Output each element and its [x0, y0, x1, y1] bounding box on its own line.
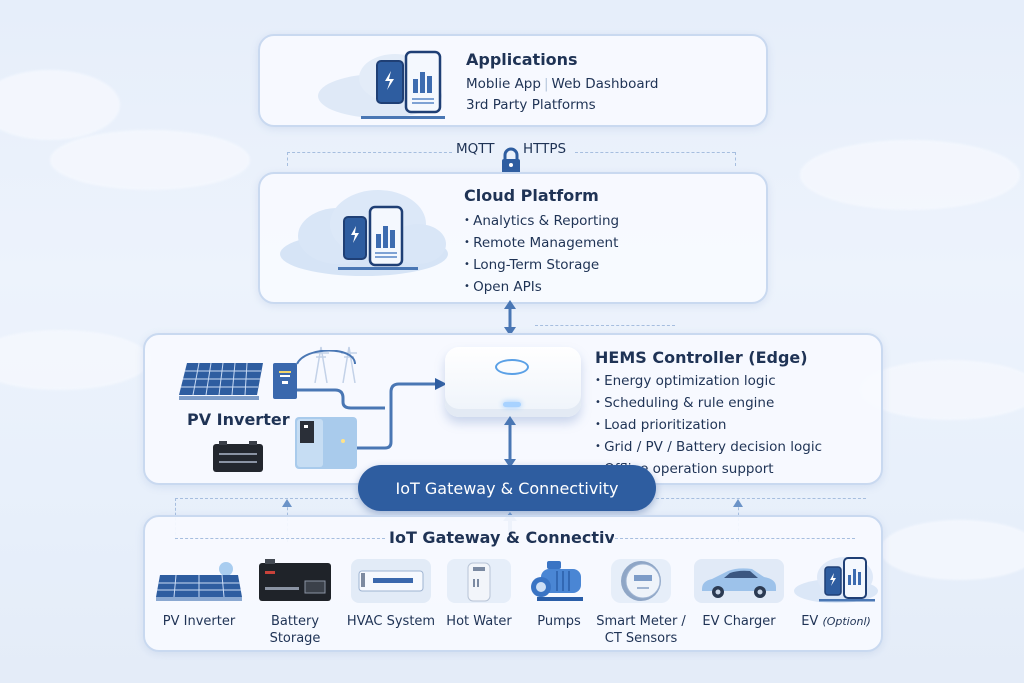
background-cloud [800, 140, 1020, 210]
device-bus-line [615, 538, 855, 539]
status-led-icon [503, 402, 521, 407]
inverter-icon [273, 363, 297, 399]
applications-panel: Applications Moblie App|Web Dashboard 3r… [258, 34, 768, 127]
separator: | [543, 76, 549, 92]
ev-car-icon [694, 559, 784, 603]
hems-feature-item: Energy optimization logic [595, 370, 822, 392]
hems-title: HEMS Controller (Edge) [595, 348, 808, 367]
device-label: Hot Water [446, 614, 512, 629]
bidirectional-arrow-icon [504, 416, 516, 468]
lock-icon [502, 147, 520, 174]
protocol-connector-line [575, 152, 735, 153]
device-hot-water[interactable]: Hot Water [439, 555, 519, 630]
hvac-icon [351, 559, 431, 603]
solar-panel-icon [179, 362, 263, 400]
device-label-line2: CT Sensors [604, 631, 678, 646]
cloud-feature-item: Remote Management [464, 232, 619, 254]
mobile-app-label: Moblie App [466, 76, 541, 92]
water-heater-icon [447, 559, 511, 603]
cloud-feature-item: Long-Term Storage [464, 254, 619, 276]
hems-feature-item: Scheduling & rule engine [595, 392, 822, 414]
cloud-platform-title: Cloud Platform [464, 186, 599, 205]
device-bus-line [175, 498, 358, 499]
connector-line [535, 325, 675, 326]
smart-meter-icon [611, 559, 671, 603]
device-ev-charger[interactable]: EV Charger [693, 555, 785, 630]
phone-dashboard-icon [318, 50, 445, 119]
device-ev-optional[interactable]: EV (Optionl) [791, 555, 881, 630]
hems-feature-item: Grid / PV / Battery decision logic [595, 436, 822, 458]
third-party-label: 3rd Party Platforms [466, 97, 596, 113]
battery-icon [259, 559, 331, 601]
bidirectional-arrow-icon [504, 300, 516, 336]
hems-feature-item: Load prioritization [595, 414, 822, 436]
battery-icon [213, 441, 263, 472]
device-label-line2: Storage [269, 631, 321, 646]
device-label: PV Inverter [162, 614, 236, 629]
cloud-feature-item: Analytics & Reporting [464, 210, 619, 232]
protocol-https-label: HTTPS [523, 141, 567, 157]
iot-gateway-pill: IoT Gateway & Connectivity [358, 465, 656, 511]
device-label: Pumps [537, 614, 581, 629]
cloud-platform-panel: Cloud Platform Analytics & Reporting Rem… [258, 172, 768, 304]
phone-dashboard-icon [794, 557, 878, 603]
protocol-connector-line [735, 152, 736, 166]
flow-connector [296, 350, 447, 450]
device-label: HVAC System [346, 614, 436, 629]
gateway-section-title: IoT Gateway & Connectivity [389, 528, 614, 547]
battery-cabinet-icon [295, 417, 357, 469]
cloud-feature-item: Open APIs [464, 276, 619, 298]
protocol-mqtt-label: MQTT [456, 141, 495, 157]
phone-dashboard-icon [338, 205, 418, 270]
protocol-connector-line [287, 152, 288, 166]
background-cloud [0, 330, 150, 390]
device-label-line1: Battery [270, 614, 320, 629]
background-cloud [0, 70, 120, 140]
device-bus-line [175, 538, 385, 539]
device-label: EV Charger [702, 614, 776, 629]
background-cloud [50, 130, 250, 190]
pv-inverter-label: PV Inverter [187, 410, 290, 429]
protocol-connector-line [287, 152, 452, 153]
device-smart-meter[interactable]: Smart Meter / CT Sensors [591, 555, 691, 647]
device-label: EV [801, 614, 819, 629]
applications-title: Applications [466, 50, 578, 69]
status-ring-icon [495, 359, 529, 375]
devices-panel: IoT Gateway & Connectivity PV Inverter [143, 515, 883, 652]
background-cloud [880, 520, 1024, 580]
device-battery-storage[interactable]: Battery Storage [255, 555, 335, 647]
device-pumps[interactable]: Pumps [525, 555, 593, 630]
device-bus-line [656, 498, 866, 499]
background-cloud [860, 360, 1024, 420]
web-dashboard-label: Web Dashboard [551, 76, 659, 92]
device-hvac-system[interactable]: HVAC System [345, 555, 437, 630]
pump-icon [531, 561, 583, 601]
arrow-up-icon [282, 499, 292, 507]
hems-controller-device [445, 347, 581, 417]
solar-panel-icon [156, 562, 242, 601]
device-label-line1: Smart Meter / [596, 614, 686, 629]
arrow-up-icon [733, 499, 743, 507]
optional-tag: (Optionl) [822, 615, 871, 628]
device-pv-inverter[interactable]: PV Inverter [153, 555, 245, 630]
